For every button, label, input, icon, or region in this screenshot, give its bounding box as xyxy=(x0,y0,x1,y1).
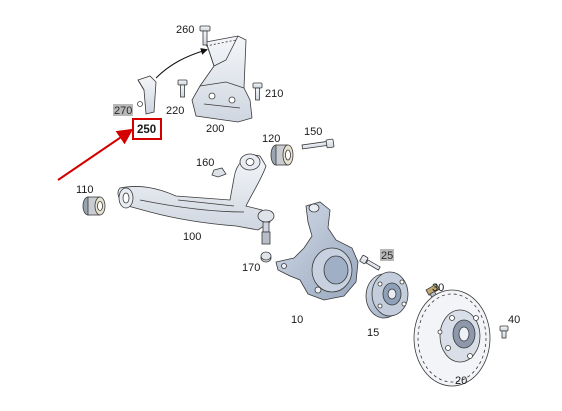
label-100[interactable]: 100 xyxy=(183,231,201,243)
label-40[interactable]: 40 xyxy=(508,314,520,326)
label-120[interactable]: 120 xyxy=(262,133,280,145)
assembly-arrow xyxy=(155,48,208,79)
bolt-25-drawing xyxy=(359,254,381,271)
label-25-bg xyxy=(380,249,394,261)
control-arm-100-drawing xyxy=(117,153,275,245)
label-20[interactable]: 20 xyxy=(455,375,467,387)
nut-170-drawing xyxy=(260,251,272,263)
bracket-250-drawing xyxy=(137,75,157,115)
label-270[interactable]: 270 xyxy=(114,105,132,117)
bushing-120-drawing xyxy=(270,144,294,166)
label-270-bg xyxy=(113,104,133,116)
label-10[interactable]: 10 xyxy=(291,314,303,326)
label-170[interactable]: 170 xyxy=(242,262,260,274)
label-150[interactable]: 150 xyxy=(304,126,322,138)
label-210[interactable]: 210 xyxy=(265,88,283,100)
bolt-150-drawing xyxy=(301,138,335,150)
label-260[interactable]: 260 xyxy=(176,24,194,36)
steering-knuckle-10-drawing xyxy=(275,201,359,301)
bolt-210-drawing xyxy=(252,82,263,101)
screw-40-drawing xyxy=(499,325,509,339)
label-250[interactable]: 250 xyxy=(137,124,156,136)
label-30[interactable]: 30 xyxy=(432,282,444,294)
label-250-highlight-box xyxy=(132,118,162,140)
brake-disc-20-drawing xyxy=(413,289,491,387)
label-25[interactable]: 25 xyxy=(381,250,393,262)
label-160[interactable]: 160 xyxy=(196,157,214,169)
wheel-hub-15-drawing xyxy=(365,271,409,319)
label-15[interactable]: 15 xyxy=(367,327,379,339)
bracket-200-drawing xyxy=(191,35,253,123)
highlight-arrow xyxy=(57,128,134,181)
nut-160-drawing xyxy=(211,167,227,178)
bushing-110-drawing xyxy=(82,196,106,216)
label-110[interactable]: 110 xyxy=(76,184,94,196)
bolt-260-drawing xyxy=(199,25,211,46)
label-220[interactable]: 220 xyxy=(166,105,184,117)
bolt-220-drawing xyxy=(177,79,188,98)
label-200[interactable]: 200 xyxy=(206,123,224,135)
